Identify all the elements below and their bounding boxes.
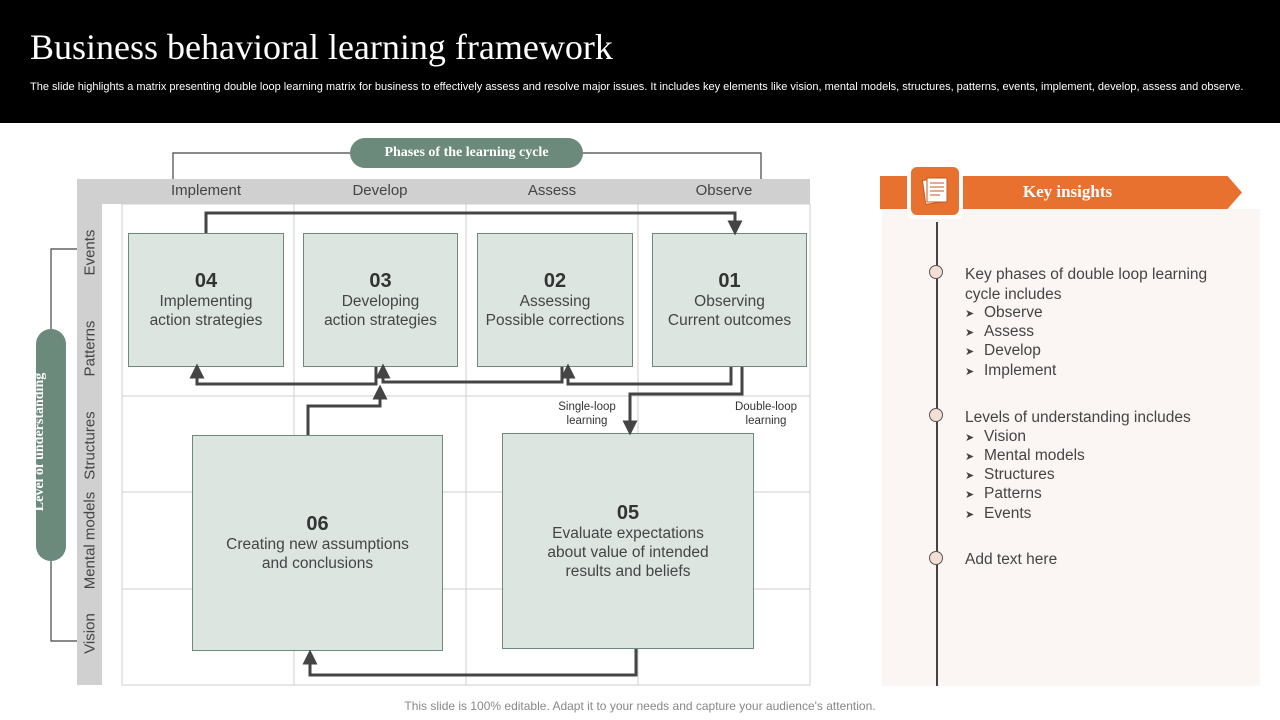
insight-2-bullet-label: Patterns	[984, 485, 1042, 502]
box-01: 01 Observing Current outcomes	[652, 233, 807, 367]
box-03-line1: Developing	[341, 293, 420, 310]
row-header-bar	[77, 179, 102, 685]
header-bar	[0, 0, 1280, 123]
arrow-observe-to-assess	[560, 363, 733, 386]
insight-1-line2: cycle includes	[965, 285, 1062, 303]
insight-2-bullet-label: Mental models	[984, 447, 1085, 464]
box-05: 05 Evaluate expectations about value of …	[502, 433, 754, 649]
box-04: 04 Implementing action strategies	[128, 233, 284, 367]
chevron-right-icon: ➤	[965, 451, 975, 463]
box-01-line2: Current outcomes	[667, 312, 792, 329]
box-02-line1: Assessing	[519, 293, 591, 310]
insight-1-bullet: ➤ Assess	[965, 322, 1034, 344]
timeline-dot-3	[929, 551, 943, 565]
box-03-number: 03	[369, 270, 392, 292]
box-04-line2: action strategies	[149, 312, 263, 329]
box-06-number: 06	[306, 513, 329, 535]
insight-1-bullet: ➤ Observe	[965, 303, 1043, 325]
insight-1-text: Key phases of double loop learning cycle…	[965, 265, 1207, 304]
chevron-right-icon: ➤	[965, 366, 975, 378]
box-06-line1: Creating new assumptions	[226, 536, 409, 553]
arrow-creating-to-develop	[306, 384, 388, 435]
insight-1-bullet-label: Assess	[984, 323, 1034, 340]
arrow-assess-to-develop	[375, 363, 564, 384]
box-01-line1: Observing	[694, 293, 765, 310]
double-loop-line1: Double-loop	[734, 401, 797, 413]
box-03: 03 Developing action strategies	[303, 233, 458, 367]
double-loop-label: Double-loop learning	[724, 400, 808, 428]
timeline-dot-1	[929, 265, 943, 279]
level-bracket-top	[50, 248, 77, 329]
page-subtitle: The slide highlights a matrix presenting…	[30, 81, 1244, 93]
insights-title: Key insights	[1022, 182, 1113, 201]
insight-1-bullet: ➤ Develop	[965, 341, 1041, 363]
insight-2-bullet-label: Events	[984, 505, 1032, 522]
timeline-dot-2	[929, 408, 943, 422]
single-loop-label: Single-loop learning	[545, 400, 629, 428]
single-loop-line2: learning	[566, 415, 608, 427]
arrow-observe-to-evaluate	[622, 367, 744, 436]
insight-2-bullet: ➤ Patterns	[965, 484, 1042, 506]
document-icon	[911, 167, 959, 215]
box-02-line2: Possible corrections	[485, 312, 625, 329]
single-loop-line1: Single-loop	[558, 401, 616, 413]
box-06-line2: and conclusions	[261, 555, 374, 572]
insight-2-bullet: ➤ Mental models	[965, 446, 1085, 468]
column-label-assess: Assess	[527, 182, 577, 199]
box-02-number: 02	[543, 270, 567, 292]
chevron-right-icon: ➤	[965, 432, 975, 444]
chevron-right-icon: ➤	[965, 489, 975, 501]
column-header-bar	[77, 179, 810, 204]
box-06: 06 Creating new assumptions and conclusi…	[192, 435, 443, 651]
chevron-right-icon: ➤	[965, 509, 975, 521]
box-05-line2: about value of intended	[547, 543, 709, 561]
insights-timeline	[936, 222, 938, 686]
insight-1-bullet: ➤ Implement	[965, 361, 1056, 383]
box-02: 02 Assessing Possible corrections	[477, 233, 633, 367]
page-title: Business behavioral learning framework	[30, 27, 613, 67]
column-label-observe: Observe	[695, 182, 753, 199]
box-04-number: 04	[194, 270, 218, 292]
column-label-implement: Implement	[170, 182, 242, 199]
level-bracket-bottom	[50, 561, 77, 642]
insight-1-line1: Key phases of double loop learning	[965, 266, 1208, 283]
level-pill	[36, 329, 66, 561]
arrow-develop-to-implement	[189, 363, 378, 386]
chevron-right-icon: ➤	[965, 327, 975, 339]
insight-3-text: Add text here	[965, 551, 1058, 568]
chevron-right-icon: ➤	[965, 308, 975, 320]
insights-panel	[882, 209, 1260, 686]
box-01-number: 01	[718, 270, 741, 292]
insight-1-bullet-label: Implement	[984, 362, 1057, 379]
insight-1-bullet-label: Observe	[984, 304, 1043, 321]
arrow-evaluate-to-creating	[302, 649, 638, 677]
box-05-line1: Evaluate expectations	[552, 524, 704, 542]
box-03-line2: action strategies	[324, 312, 437, 329]
phases-label: Phases of the learning cycle	[350, 138, 583, 168]
phases-bracket-right	[583, 152, 762, 179]
phases-bracket-left	[172, 152, 350, 179]
insight-2-bullet-label: Vision	[984, 428, 1026, 445]
box-05-number: 05	[616, 501, 640, 524]
insight-2-bullet: ➤ Events	[965, 504, 1031, 526]
arrow-implement-to-observe	[204, 211, 743, 236]
box-04-line1: Implementing	[159, 293, 253, 310]
double-loop-line2: learning	[745, 415, 787, 427]
chevron-right-icon: ➤	[965, 346, 975, 358]
insight-2-text: Levels of understanding includes	[965, 409, 1191, 426]
insight-2-bullet-label: Structures	[984, 466, 1055, 483]
insight-2-bullet: ➤ Vision	[965, 427, 1026, 449]
column-label-develop: Develop	[352, 182, 408, 199]
box-05-line3: results and beliefs	[565, 562, 691, 580]
footer-note: This slide is 100% editable. Adapt it to…	[404, 699, 876, 713]
chevron-right-icon: ➤	[965, 470, 975, 482]
insight-2-bullet: ➤ Structures	[965, 465, 1055, 487]
insight-1-bullet-label: Develop	[984, 342, 1041, 359]
